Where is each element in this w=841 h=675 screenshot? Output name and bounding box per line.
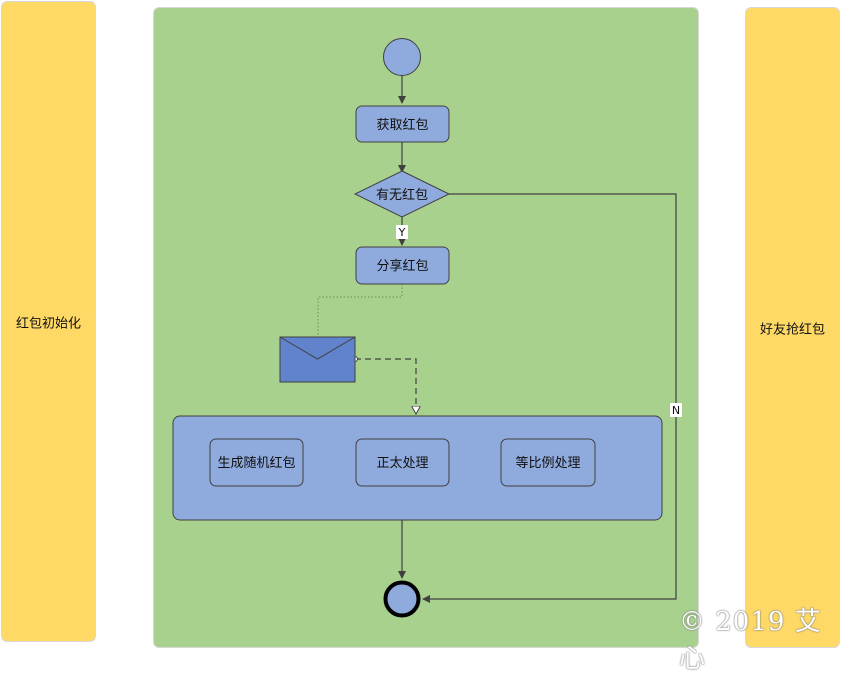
node-ratio-process-label: 等比例处理 — [515, 455, 580, 471]
edge-label-yes: Y — [398, 226, 406, 239]
start-node[interactable] — [383, 38, 421, 76]
label-bg-yes — [396, 225, 408, 239]
envelope-icon[interactable] — [279, 336, 356, 383]
edge-label-no: N — [672, 404, 680, 417]
edge-envelope-to-process — [355, 358, 416, 414]
swimlane-friend-grab: 好友抢红包 — [745, 7, 840, 648]
node-generate-random-label: 生成随机红包 — [217, 455, 295, 471]
end-node[interactable] — [383, 580, 421, 618]
node-get-red-packet-label: 获取红包 — [376, 117, 428, 133]
node-normal-process-label: 正太处理 — [376, 456, 428, 471]
swimlane-label: 红包初始化 — [15, 316, 81, 331]
node-ratio-process[interactable] — [500, 438, 596, 487]
edge-has-no-to-end — [422, 193, 677, 603]
node-get-red-packet[interactable] — [355, 105, 450, 143]
flowchart: Y N 获取红包 有无红包 分享红包 生成随机红包 正太处理 等比例处理 — [172, 38, 682, 618]
swimlane-label: 好友抢红包 — [759, 322, 825, 337]
swimlane-red-packet-init: 红包初始化 — [1, 1, 96, 642]
edge-share-to-envelope — [317, 284, 403, 337]
node-generate-random[interactable] — [209, 438, 304, 487]
node-share-red-packet-label: 分享红包 — [376, 258, 428, 274]
node-normal-process[interactable] — [355, 438, 450, 487]
decision-has-red-packet[interactable] — [353, 170, 451, 218]
label-bg-no — [670, 403, 682, 417]
decision-has-red-packet-label: 有无红包 — [376, 187, 428, 203]
node-share-red-packet[interactable] — [355, 246, 450, 285]
copyright-watermark: © 2019 艾心 — [679, 607, 822, 674]
